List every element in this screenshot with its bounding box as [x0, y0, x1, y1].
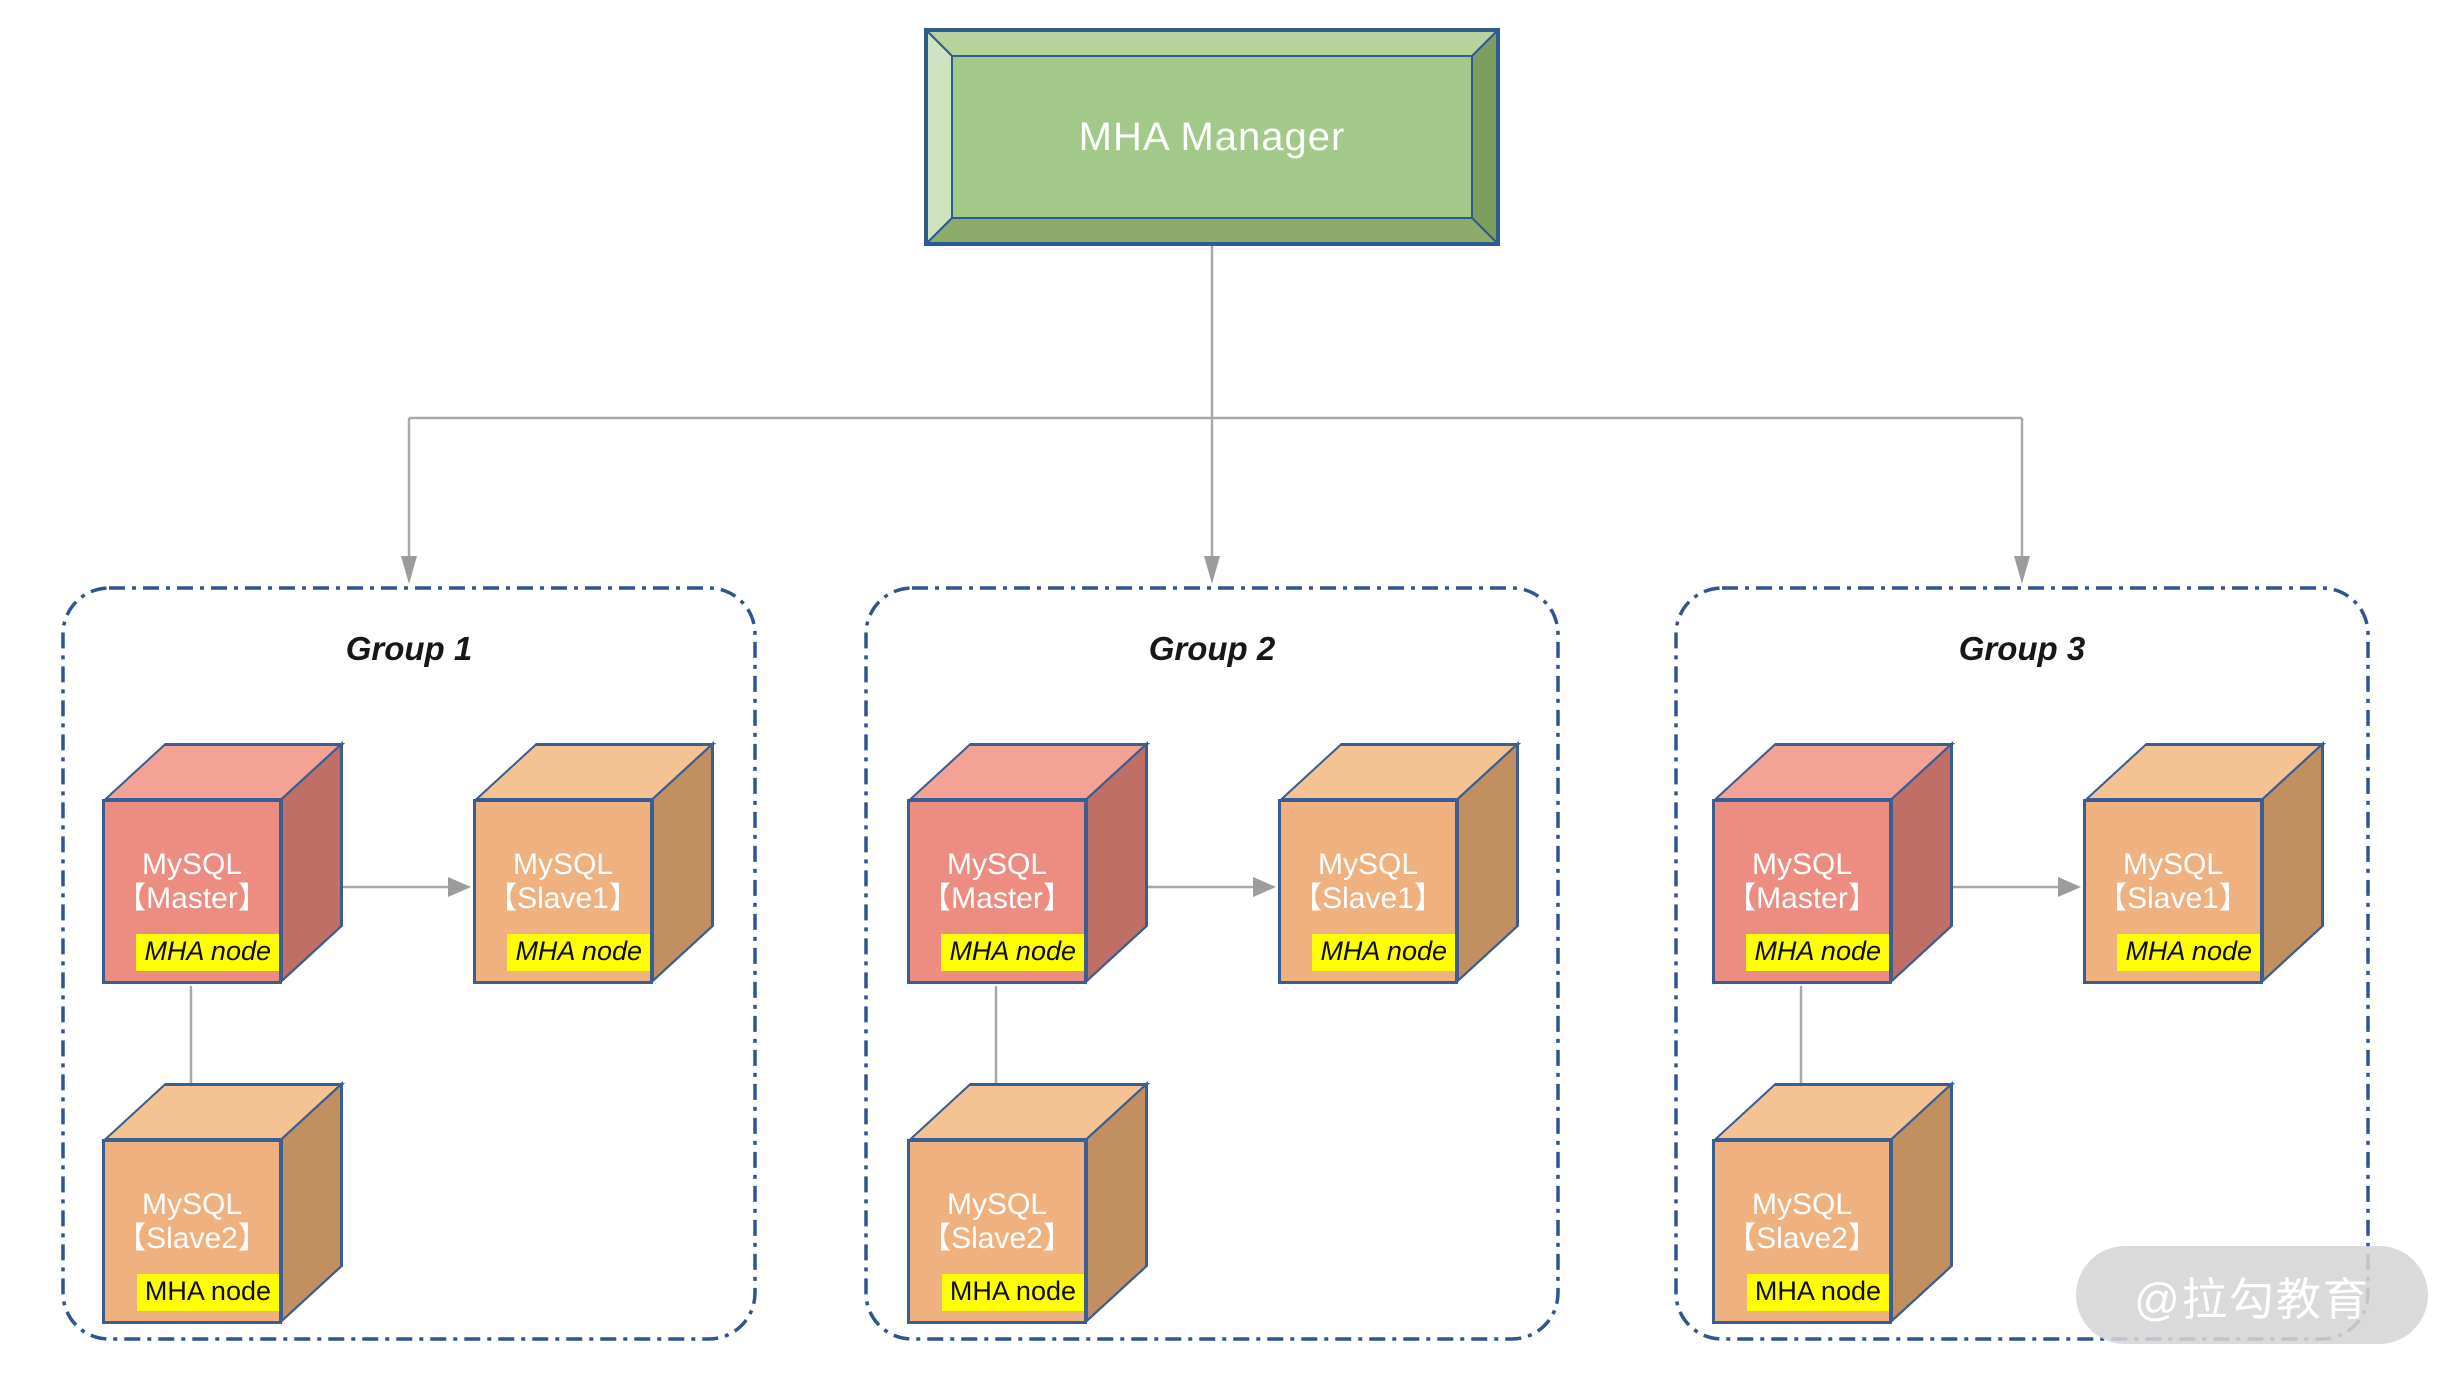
node-name: MySQL — [946, 1188, 1048, 1221]
arrowhead-master-slave1-g1 — [448, 877, 471, 897]
manager-tree-lines — [407, 246, 2024, 558]
group2-master-cube: MySQL 【Master】 MHA node — [907, 741, 1151, 984]
group2-title: Group 2 — [1148, 630, 1276, 667]
arrowhead-master-slave1-g3 — [2058, 877, 2081, 897]
arrowhead-group1 — [401, 556, 417, 584]
group2-slave1-cube: MySQL 【Slave1】 MHA node — [1278, 741, 1522, 984]
arrowhead-group2 — [1204, 556, 1220, 584]
cube-front-face: MySQL 【Slave1】 MHA node — [473, 799, 653, 984]
group3-slave2-cube: MySQL 【Slave2】 MHA node — [1712, 1081, 1956, 1324]
arrowhead-group3 — [2014, 556, 2030, 584]
mha-node-tag: MHA node — [136, 934, 279, 971]
cube-front-face: MySQL 【Slave1】 MHA node — [2083, 799, 2263, 984]
node-name: MySQL — [1751, 1188, 1853, 1221]
arrowhead-master-slave1-g2 — [1253, 877, 1276, 897]
mha-node-tag: MHA node — [2117, 934, 2260, 971]
group3-master-cube: MySQL 【Master】 MHA node — [1712, 741, 1956, 984]
group1-border — [61, 586, 757, 1341]
group2-border — [864, 586, 1560, 1341]
group3-slave1-cube: MySQL 【Slave1】 MHA node — [2083, 741, 2327, 984]
node-role: 【Master】 — [921, 882, 1073, 915]
manager-bevel-frame — [924, 28, 1500, 246]
node-name: MySQL — [1317, 848, 1419, 881]
group1-slave1-cube: MySQL 【Slave1】 MHA node — [473, 741, 717, 984]
group1-title: Group 1 — [345, 630, 473, 667]
cube-front-face: MySQL 【Master】 MHA node — [907, 799, 1087, 984]
mha-node-tag: MHA node — [941, 1274, 1084, 1311]
mha-node-tag: MHA node — [941, 934, 1084, 971]
node-name: MySQL — [512, 848, 614, 881]
mha-node-tag: MHA node — [1746, 934, 1889, 971]
group2-slave2-cube: MySQL 【Slave2】 MHA node — [907, 1081, 1151, 1324]
node-role: 【Slave1】 — [1292, 882, 1444, 915]
cube-front-face: MySQL 【Slave1】 MHA node — [1278, 799, 1458, 984]
node-role: 【Slave2】 — [1726, 1222, 1878, 1255]
mha-node-tag: MHA node — [1312, 934, 1455, 971]
group3-title: Group 3 — [1958, 630, 2086, 667]
node-name: MySQL — [1751, 848, 1853, 881]
cube-front-face: MySQL 【Slave2】 MHA node — [102, 1139, 282, 1324]
node-name: MySQL — [946, 848, 1048, 881]
node-role: 【Master】 — [1726, 882, 1878, 915]
node-role: 【Slave2】 — [116, 1222, 268, 1255]
group1-slave2-cube: MySQL 【Slave2】 MHA node — [102, 1081, 346, 1324]
cube-front-face: MySQL 【Master】 MHA node — [102, 799, 282, 984]
watermark-badge: @拉勾教育 — [2076, 1246, 2428, 1344]
node-name: MySQL — [141, 848, 243, 881]
mha-node-tag: MHA node — [136, 1274, 279, 1311]
cube-front-face: MySQL 【Master】 MHA node — [1712, 799, 1892, 984]
mha-node-tag: MHA node — [507, 934, 650, 971]
node-name: MySQL — [141, 1188, 243, 1221]
mha-manager-label: MHA Manager — [1078, 114, 1346, 159]
node-name: MySQL — [2122, 848, 2224, 881]
cube-front-face: MySQL 【Slave2】 MHA node — [1712, 1139, 1892, 1324]
watermark-text: @拉勾教育 — [2134, 1273, 2370, 1325]
node-role: 【Slave1】 — [487, 882, 639, 915]
group1-master-cube: MySQL 【Master】 MHA node — [102, 741, 346, 984]
tree-arrowheads — [401, 556, 2030, 584]
node-role: 【Master】 — [116, 882, 268, 915]
mha-node-tag: MHA node — [1746, 1274, 1889, 1311]
group3-border — [1674, 586, 2370, 1341]
node-role: 【Slave2】 — [921, 1222, 1073, 1255]
cube-front-face: MySQL 【Slave2】 MHA node — [907, 1139, 1087, 1324]
mha-manager-box: MHA Manager — [924, 28, 1500, 246]
node-role: 【Slave1】 — [2097, 882, 2249, 915]
